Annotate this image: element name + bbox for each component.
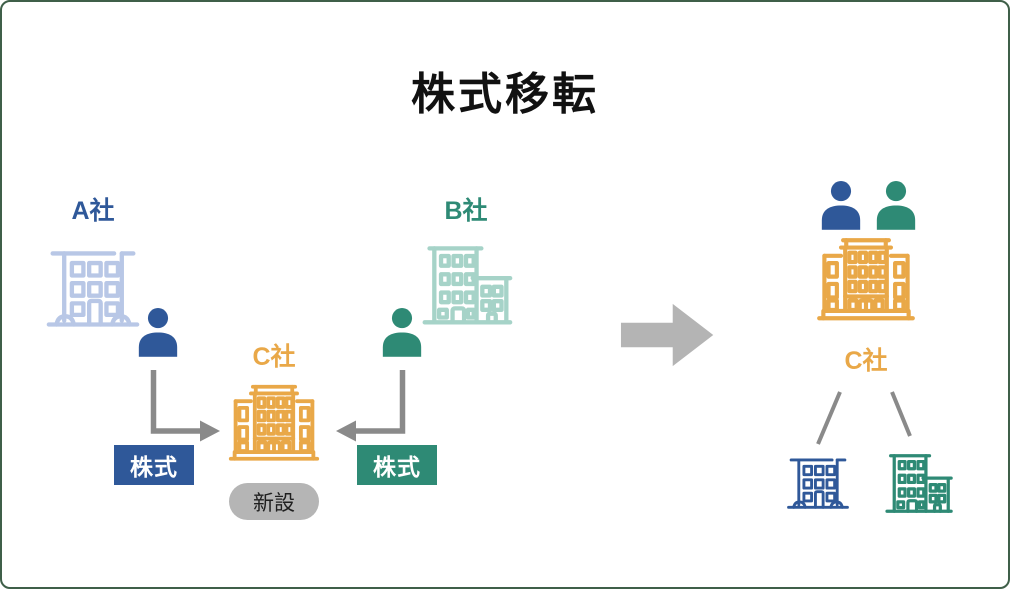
page-title: 株式移転 [411,70,599,119]
before-after-arrow-icon [620,302,716,368]
after-company-c-building-icon [812,234,920,338]
company-c-label: C社 [252,343,296,371]
subsidiary-b-building-icon [882,438,954,524]
shares-a-badge: 株式 [114,445,194,485]
company-b-label: B社 [444,197,488,225]
newly-established-badge: 新設 [229,483,319,520]
shareholder-b-person-icon [379,306,425,358]
share-transfer-arrow-b-icon [336,370,406,442]
shareholder-a-person-icon [135,306,181,358]
ownership-line-left-icon [816,391,912,445]
shares-b-badge: 株式 [357,445,437,485]
company-a-label: A社 [71,197,115,225]
share-transfer-arrow-a-icon [150,370,220,442]
company-b-building-icon [418,230,514,334]
after-company-c-label: C社 [844,347,888,375]
after-shareholder-b-person-icon [873,180,919,230]
company-c-building-icon [226,378,322,480]
subsidiary-a-building-icon [786,444,850,522]
after-shareholder-a-person-icon [818,180,864,230]
company-a-building-icon [44,240,142,336]
